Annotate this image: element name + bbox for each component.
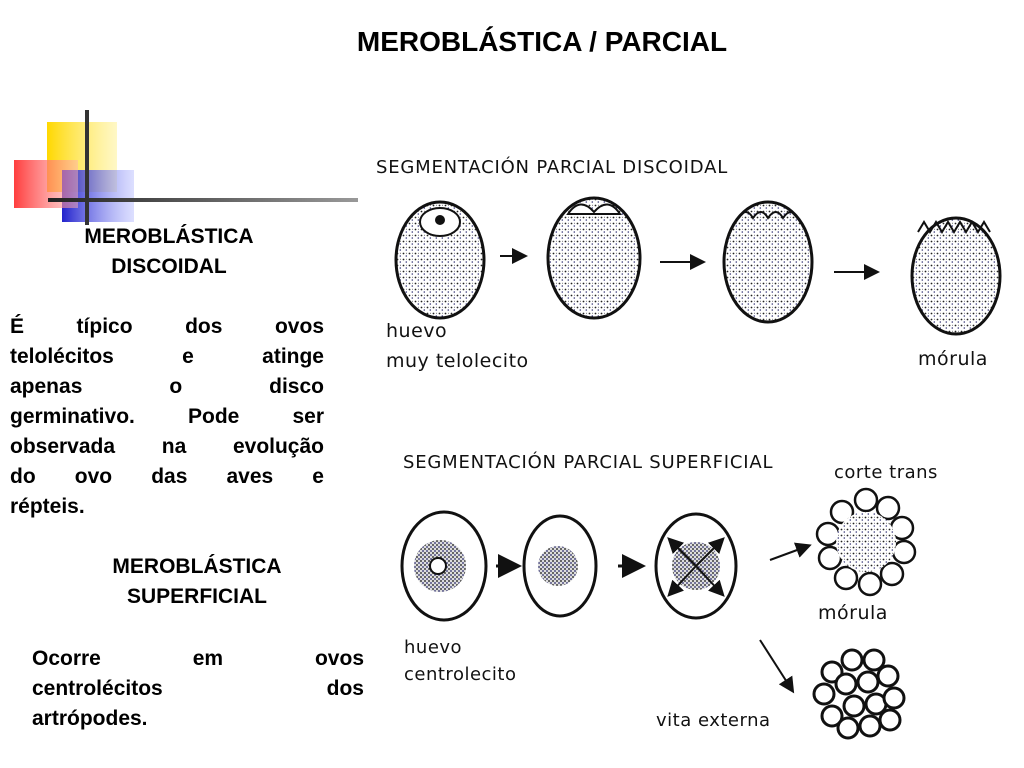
slide-title: MEROBLÁSTICA / PARCIAL xyxy=(356,26,728,57)
figure-superficial-vita-label: vita externa xyxy=(656,710,771,731)
discoidal-egg-3 xyxy=(722,200,814,324)
paragraph-discoidal-line: apenas o disco xyxy=(10,375,324,398)
figure-superficial-corte-label: corte trans xyxy=(834,462,938,483)
superficial-egg-3 xyxy=(654,512,738,620)
heading-superficial-line2: SUPERFICIAL xyxy=(126,585,267,608)
arrow-6 xyxy=(769,542,812,561)
paragraph-discoidal-line: do ovo das aves e xyxy=(10,465,324,488)
figure-discoidal-morula-label: mórula xyxy=(918,348,988,370)
arrow-7 xyxy=(759,639,795,694)
paragraph-discoidal-line: répteis. xyxy=(10,495,85,518)
paragraph-superficial-line: Ocorre em ovos xyxy=(32,647,364,670)
heading-discoidal-line1: MEROBLÁSTICA xyxy=(84,225,254,248)
figure-discoidal-title: SEGMENTACIÓN PARCIAL DISCOIDAL xyxy=(376,157,729,178)
superficial-egg-2 xyxy=(522,514,598,618)
paragraph-superficial: Ocorre em ovos centrolécitos dos artrópo… xyxy=(32,644,364,734)
heading-discoidal: MEROBLÁSTICA DISCOIDAL xyxy=(40,222,298,282)
figure-superficial-morula-label: mórula xyxy=(818,602,888,624)
figure-superficial-title: SEGMENTACIÓN PARCIAL SUPERFICIAL xyxy=(403,452,774,473)
paragraph-superficial-line: artrópodes. xyxy=(32,707,148,730)
deco-vertical-line xyxy=(85,110,89,225)
paragraph-discoidal-line: telolécitos e atinge xyxy=(10,345,324,368)
superficial-egg-1 xyxy=(400,510,488,622)
paragraph-superficial-line: centrolécitos dos xyxy=(32,677,364,700)
paragraph-discoidal-line: observada na evolução xyxy=(10,435,324,458)
heading-superficial-line1: MEROBLÁSTICA xyxy=(112,555,282,578)
figure-superficial-egg-label-2: centrolecito xyxy=(404,664,517,685)
deco-horizontal-line xyxy=(48,198,358,202)
heading-discoidal-line2: DISCOIDAL xyxy=(111,255,227,278)
morula-cluster xyxy=(812,648,906,740)
morula-cross-section xyxy=(815,487,917,597)
discoidal-egg-2 xyxy=(546,196,642,320)
discoidal-egg-1 xyxy=(394,200,486,320)
paragraph-discoidal: É típico dos ovos telolécitos e atinge a… xyxy=(10,312,324,522)
figure-discoidal-egg-label-1: huevo xyxy=(386,320,448,342)
figure-superficial-egg-label-1: huevo xyxy=(404,637,463,658)
paragraph-discoidal-line: É típico dos ovos xyxy=(10,315,324,338)
paragraph-discoidal-line: germinativo. Pode ser xyxy=(10,405,324,428)
decorative-squares xyxy=(0,100,360,230)
figure-discoidal-egg-label-2: muy telolecito xyxy=(386,350,529,372)
heading-superficial: MEROBLÁSTICA SUPERFICIAL xyxy=(68,552,326,612)
discoidal-morula xyxy=(910,216,1002,336)
